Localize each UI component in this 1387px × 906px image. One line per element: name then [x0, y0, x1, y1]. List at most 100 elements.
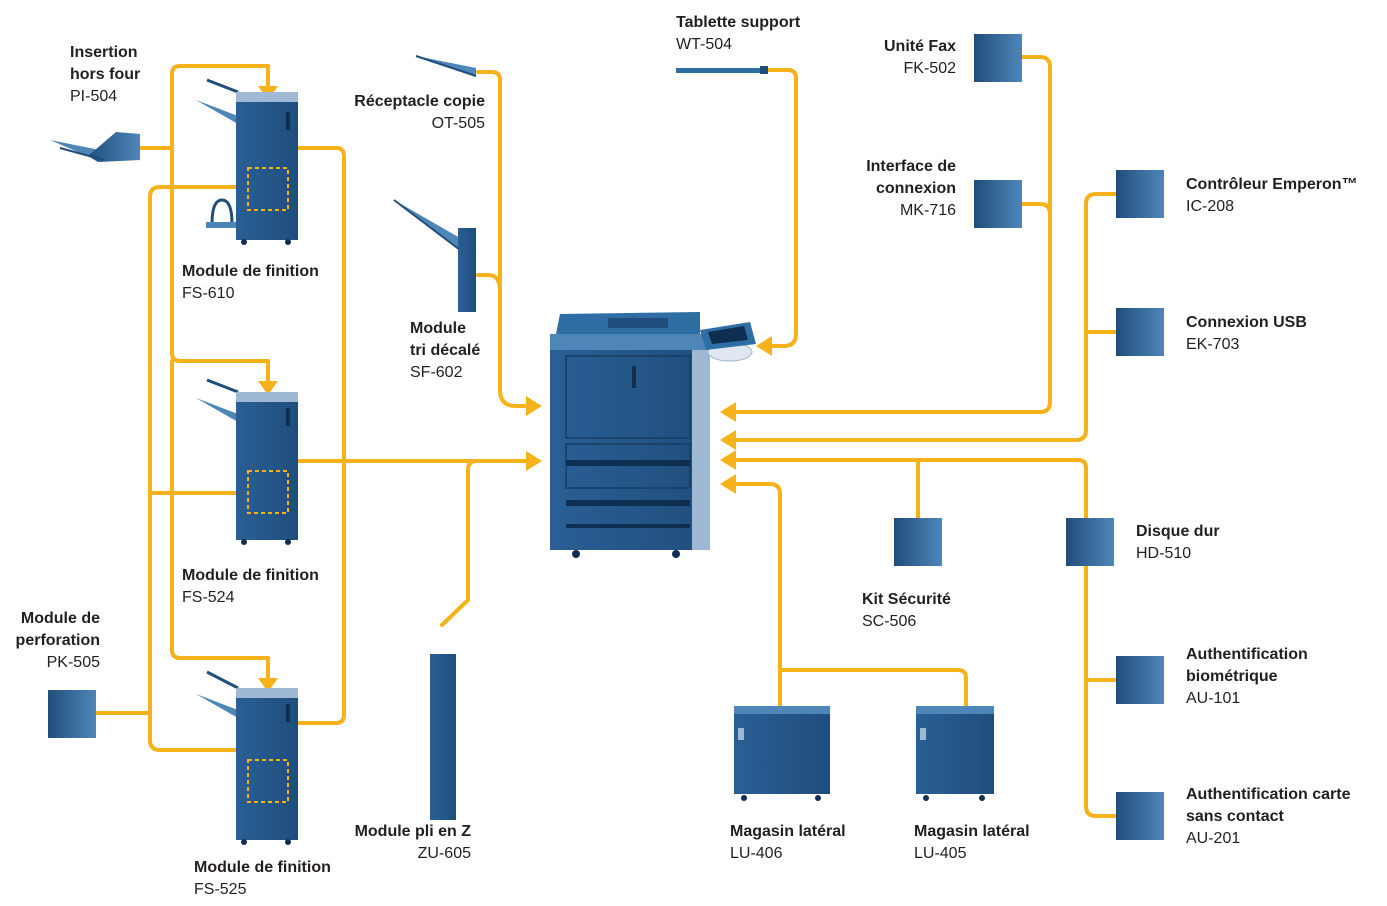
ic208-code: IC-208: [1186, 198, 1235, 215]
zu605-name: Module pli en Z: [354, 823, 471, 840]
au201-code: AU-201: [1186, 830, 1241, 847]
au101-name-line2: biométrique: [1186, 668, 1278, 685]
wt504-name: Tablette support: [676, 14, 801, 31]
pi504-name-line2: hors four: [70, 66, 141, 83]
ek703-device: [1116, 308, 1164, 356]
lu406-name: Magasin latéral: [730, 823, 846, 840]
pk505-name-line1: Module de: [20, 610, 100, 627]
sf602-label: Module tri décalé SF-602: [410, 318, 480, 384]
sf602-code: SF-602: [410, 364, 463, 381]
fs524-name: Module de finition: [182, 567, 319, 584]
fs525-device: [196, 670, 298, 845]
arrowhead-security: [720, 450, 736, 470]
sc506-label: Kit Sécurité SC-506: [862, 589, 951, 633]
connector-sf602: [476, 273, 502, 292]
main-engine-device: [550, 312, 756, 558]
hd510-device: [1066, 518, 1114, 566]
fk502-name: Unité Fax: [883, 38, 956, 55]
connector-mk716: [1020, 202, 1052, 216]
arrowhead-fs524: [258, 381, 278, 395]
sf602-name-line1: Module: [410, 320, 466, 337]
ot505-name: Réceptacle copie: [354, 93, 485, 110]
au201-device: [1116, 792, 1164, 840]
connector-lines: [94, 55, 1118, 818]
sf602-device: [393, 199, 476, 312]
lu406-code: LU-406: [730, 845, 783, 862]
arrowhead-ot505: [526, 396, 542, 416]
pk505-label: Module de perforation PK-505: [16, 608, 100, 674]
sc506-code: SC-506: [862, 613, 917, 630]
pk505-device: [48, 690, 96, 738]
mk716-device: [974, 180, 1022, 228]
fk502-label: Unité Fax FK-502: [884, 36, 956, 80]
connector-zu605: [440, 459, 478, 627]
arrowhead-main: [526, 451, 542, 471]
connector-lu405: [778, 668, 968, 708]
ic208-name: Contrôleur Emperon™: [1186, 176, 1358, 193]
fs610-code: FS-610: [182, 285, 235, 302]
ic208-label: Contrôleur Emperon™ IC-208: [1186, 174, 1358, 218]
hd510-code: HD-510: [1136, 545, 1192, 562]
connector-finisher-return: [294, 146, 346, 725]
fs610-label: Module de finition FS-610: [182, 261, 319, 305]
pk505-code: PK-505: [46, 654, 100, 671]
fs525-label: Module de finition FS-525: [194, 857, 331, 901]
lu405-code: LU-405: [914, 845, 967, 862]
au101-name-line1: Authentification: [1186, 646, 1308, 663]
au101-code: AU-101: [1186, 690, 1241, 707]
au101-device: [1116, 656, 1164, 704]
ic208-device: [1116, 170, 1164, 218]
pi504-device: [50, 132, 140, 162]
connector-punch-a: [148, 185, 240, 752]
wt504-label: Tablette support WT-504: [676, 12, 800, 56]
ek703-code: EK-703: [1186, 336, 1240, 353]
ot505-code: OT-505: [431, 115, 485, 132]
connector-arrowheads: [258, 86, 772, 692]
wt504-code: WT-504: [676, 36, 733, 53]
mk716-name-line2: connexion: [875, 180, 956, 197]
fk502-code: FK-502: [903, 60, 956, 77]
mk716-label: Interface de connexion MK-716: [866, 156, 956, 222]
arrowhead-fax: [720, 402, 736, 422]
pi504-code: PI-504: [70, 88, 118, 105]
pi504-label: Insertion hors four PI-504: [70, 42, 140, 108]
ot505-device: [415, 55, 477, 77]
connector-finisher-feed-b: [170, 359, 270, 660]
ek703-name: Connexion USB: [1186, 314, 1307, 331]
ot505-label: Réceptacle copie OT-505: [354, 91, 485, 135]
mk716-code: MK-716: [899, 202, 956, 219]
mk716-name-line1: Interface de: [866, 158, 956, 175]
fk502-device: [974, 34, 1022, 82]
connector-controller-usb: [726, 192, 1118, 442]
fs524-label: Module de finition FS-524: [182, 565, 319, 609]
lu405-label: Magasin latéral LU-405: [914, 821, 1030, 865]
au201-label: Authentification carte sans contact AU-2…: [1186, 784, 1350, 850]
connector-fax-interface: [726, 55, 1052, 414]
fs524-code: FS-524: [182, 589, 235, 606]
hd510-label: Disque dur HD-510: [1136, 521, 1220, 565]
zu605-label: Module pli en Z ZU-605: [355, 821, 471, 865]
lu405-name: Magasin latéral: [914, 823, 1030, 840]
hd510-name: Disque dur: [1136, 523, 1220, 540]
connector-security-hdd: [726, 458, 1118, 818]
arrowhead-fs525: [258, 678, 278, 692]
lu406-label: Magasin latéral LU-406: [730, 821, 846, 865]
zu605-code: ZU-605: [417, 845, 471, 862]
connector-lu406: [726, 482, 782, 708]
fs524-device: [196, 378, 298, 545]
connector-ot505: [476, 70, 534, 408]
fs610-name: Module de finition: [182, 263, 319, 280]
ek703-label: Connexion USB EK-703: [1186, 312, 1307, 356]
sc506-device: [894, 518, 942, 566]
connector-finisher-feed-a: [170, 64, 270, 363]
arrowhead-controller: [720, 430, 736, 450]
pk505-name-line2: perforation: [15, 632, 100, 649]
fs525-code: FS-525: [194, 881, 247, 898]
zu605-device: [430, 654, 456, 820]
arrowhead-lu: [720, 474, 736, 494]
au201-name-line1: Authentification carte: [1186, 786, 1351, 803]
fs610-device: [196, 78, 298, 245]
au201-name-line2: sans contact: [1186, 808, 1284, 825]
sf602-name-line2: tri décalé: [410, 342, 481, 359]
